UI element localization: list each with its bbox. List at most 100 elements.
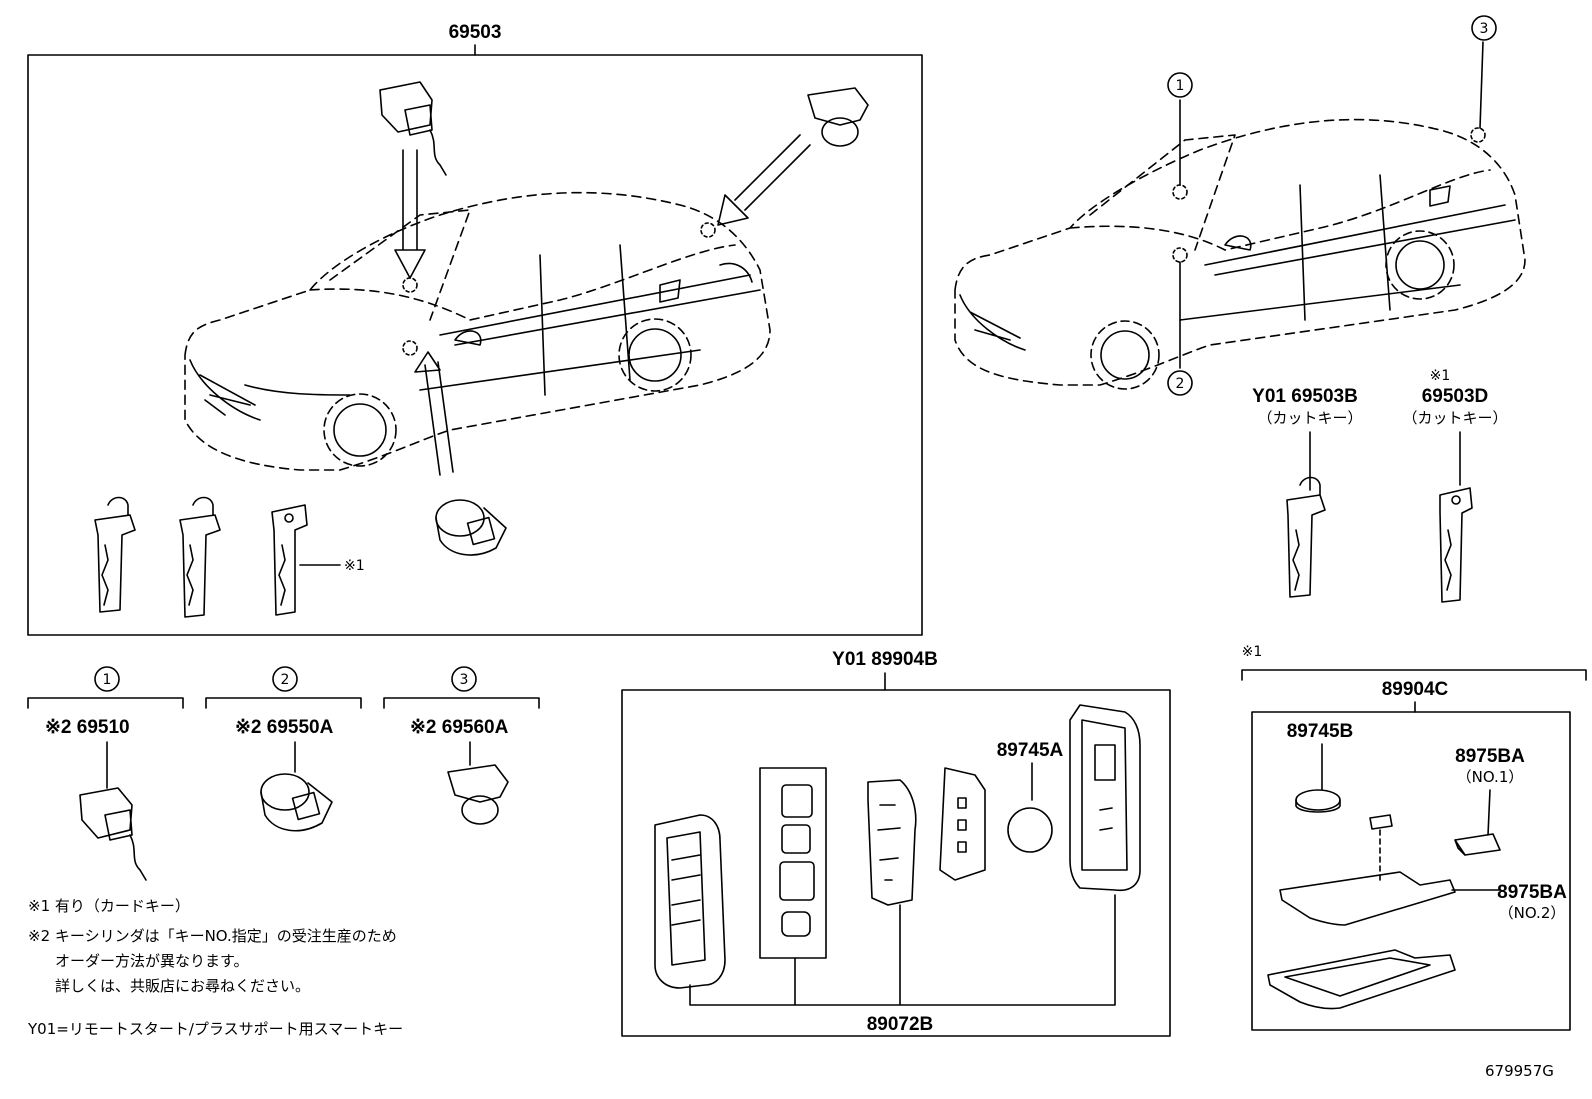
battery-b-side — [1295, 799, 1341, 813]
car-illustration-right — [954, 41, 1526, 390]
label-89745b[interactable]: 89745B — [1287, 721, 1354, 742]
car2-fuel-door — [1429, 185, 1451, 207]
label-mark-1-right[interactable]: ※1 — [1430, 368, 1451, 384]
trunk-cylinder-illustration — [807, 87, 869, 147]
car2-body-outline — [954, 118, 1526, 386]
main-assembly-frame — [27, 54, 923, 636]
ignition-cylinder-illustration — [379, 81, 447, 176]
main-assembly-group: 69503 — [27, 22, 923, 636]
car-roof-line — [309, 244, 736, 321]
button-4 — [781, 911, 811, 937]
car2-front-wheel-inner — [1100, 330, 1150, 380]
chip — [1369, 814, 1393, 830]
label-y01-69503b[interactable]: Y01 69503B — [1252, 386, 1358, 407]
callout-1-text[interactable]: 1 — [1176, 78, 1185, 94]
cyl-3-number[interactable]: 3 — [460, 672, 469, 688]
key-3 — [271, 504, 308, 616]
car2-callouts: 1 2 3 — [1167, 15, 1497, 396]
label-8975ba-no1-sub[interactable]: （NO.1） — [1457, 768, 1524, 786]
inner-frame-slot-1 — [957, 797, 967, 809]
car2-windshield — [1089, 134, 1236, 251]
cyl-1-part-number[interactable]: ※2 69510 — [45, 717, 130, 738]
plate-no1 — [1454, 833, 1501, 856]
label-89745a[interactable]: 89745A — [997, 740, 1064, 761]
car2-rear-wheel-inner — [1395, 240, 1445, 290]
arrow-trunk — [717, 134, 811, 226]
plate-no1-leader — [1487, 789, 1491, 836]
label-89072b[interactable]: 89072B — [867, 1014, 934, 1035]
car-grille — [189, 359, 261, 421]
cyl-1-number[interactable]: 1 — [103, 672, 112, 688]
card-key-mark[interactable]: ※1 — [1242, 644, 1263, 660]
note-line-5: Y01=リモートスタート/プラスサポート用スマートキー — [28, 1020, 404, 1038]
cyl-2-number[interactable]: 2 — [281, 672, 290, 688]
inner-frame-slot-3 — [957, 841, 967, 853]
cyl-2-bracket — [205, 697, 362, 709]
label-8975ba-no2[interactable]: 8975BA — [1497, 882, 1567, 903]
car-front-wheel — [323, 393, 397, 467]
plate-no2 — [1279, 871, 1456, 926]
car-rear-wheel-inner — [628, 328, 682, 382]
label-69503[interactable]: 69503 — [449, 22, 502, 43]
note-line-1: ※1 有り（カードキー） — [28, 897, 190, 915]
callout-3-text[interactable]: 3 — [1480, 21, 1489, 37]
label-89904c[interactable]: 89904C — [1382, 679, 1449, 700]
locator-trunk — [700, 222, 716, 238]
label-y01-89904b[interactable]: Y01 89904B — [832, 649, 938, 670]
car2-mirror — [1224, 235, 1252, 251]
car-door-lines — [539, 244, 631, 396]
card-case-inner — [1284, 957, 1431, 997]
car2-locator-2 — [1172, 247, 1188, 263]
cyl-3-part-number[interactable]: ※2 69560A — [410, 717, 509, 738]
callout-2-text[interactable]: 2 — [1176, 376, 1185, 392]
key-1-cut — [101, 544, 109, 606]
note-line-3: オーダー方法が異なります。 — [55, 952, 249, 970]
smart-key-frame — [621, 689, 1171, 1037]
battery-b — [1295, 789, 1341, 811]
cyl-2-face — [260, 773, 310, 811]
inner-frame — [939, 767, 986, 881]
label-mark-1[interactable]: ※1 — [344, 558, 365, 574]
arrows-main — [394, 134, 811, 476]
cyl-2-slot — [291, 791, 321, 821]
button-3 — [779, 861, 815, 901]
back-case — [1069, 704, 1141, 892]
trunk-body — [807, 87, 869, 126]
keys-main: ※1 — [94, 496, 365, 618]
circuit-board-details — [877, 804, 901, 881]
car-rear-wheel — [618, 318, 692, 392]
case-bracket — [689, 894, 1116, 1006]
circuit-board — [867, 779, 917, 906]
ignition-body — [379, 81, 433, 133]
car-body-outline — [184, 191, 771, 471]
callout-3-circle — [1471, 15, 1497, 41]
car-taillight — [719, 262, 753, 283]
car-side-line — [419, 274, 761, 391]
car2-front-wheel — [1090, 320, 1160, 390]
door-cylinder-illustration — [435, 499, 507, 556]
label-8975ba-no2-sub[interactable]: （NO.2） — [1499, 904, 1566, 922]
smart-key-group: Y01 89904B 89745A 89072B — [621, 649, 1171, 1037]
label-69503b-desc[interactable]: （カットキー） — [1257, 409, 1362, 427]
smart-key-case-buttons — [671, 854, 701, 926]
cyl-3-bracket — [383, 697, 540, 709]
figure-code: 679957G — [1485, 1062, 1554, 1080]
cyl-2-part-number[interactable]: ※2 69550A — [235, 717, 334, 738]
cyl-1-body — [79, 787, 147, 881]
car-windshield — [329, 209, 471, 321]
smart-key-case-inner — [666, 831, 706, 966]
label-69503d[interactable]: 69503D — [1422, 386, 1489, 407]
back-case-inner — [1081, 719, 1128, 871]
label-8975ba-no1[interactable]: 8975BA — [1455, 746, 1525, 767]
locator-ignition — [402, 277, 418, 293]
key-d — [1439, 487, 1473, 603]
car2-door-lines — [1299, 174, 1391, 321]
note-line-4: 詳しくは、共販店にお尋ねください。 — [55, 977, 311, 995]
inner-frame-slot-2 — [957, 819, 967, 831]
car2-leader-3 — [1479, 41, 1484, 129]
label-69503d-desc[interactable]: （カットキー） — [1402, 409, 1507, 427]
ignition-wire — [429, 129, 447, 176]
cyl-3-barrel — [461, 795, 499, 825]
key-3-cut — [278, 544, 286, 606]
cylinder-2-group: 2 ※2 69550A — [205, 666, 362, 832]
